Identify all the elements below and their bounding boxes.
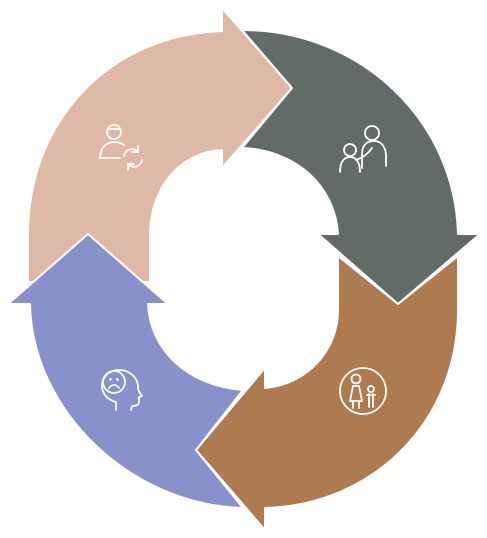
cycle-segment-bottom-right <box>195 255 459 531</box>
cycle-segment-top-right <box>241 29 481 305</box>
sad-head-icon <box>101 369 143 411</box>
parent-child-hug-icon <box>339 125 387 173</box>
mother-child-icon <box>339 367 387 415</box>
cycle-segment-top-left <box>27 7 293 283</box>
user-sync-icon <box>99 124 143 171</box>
